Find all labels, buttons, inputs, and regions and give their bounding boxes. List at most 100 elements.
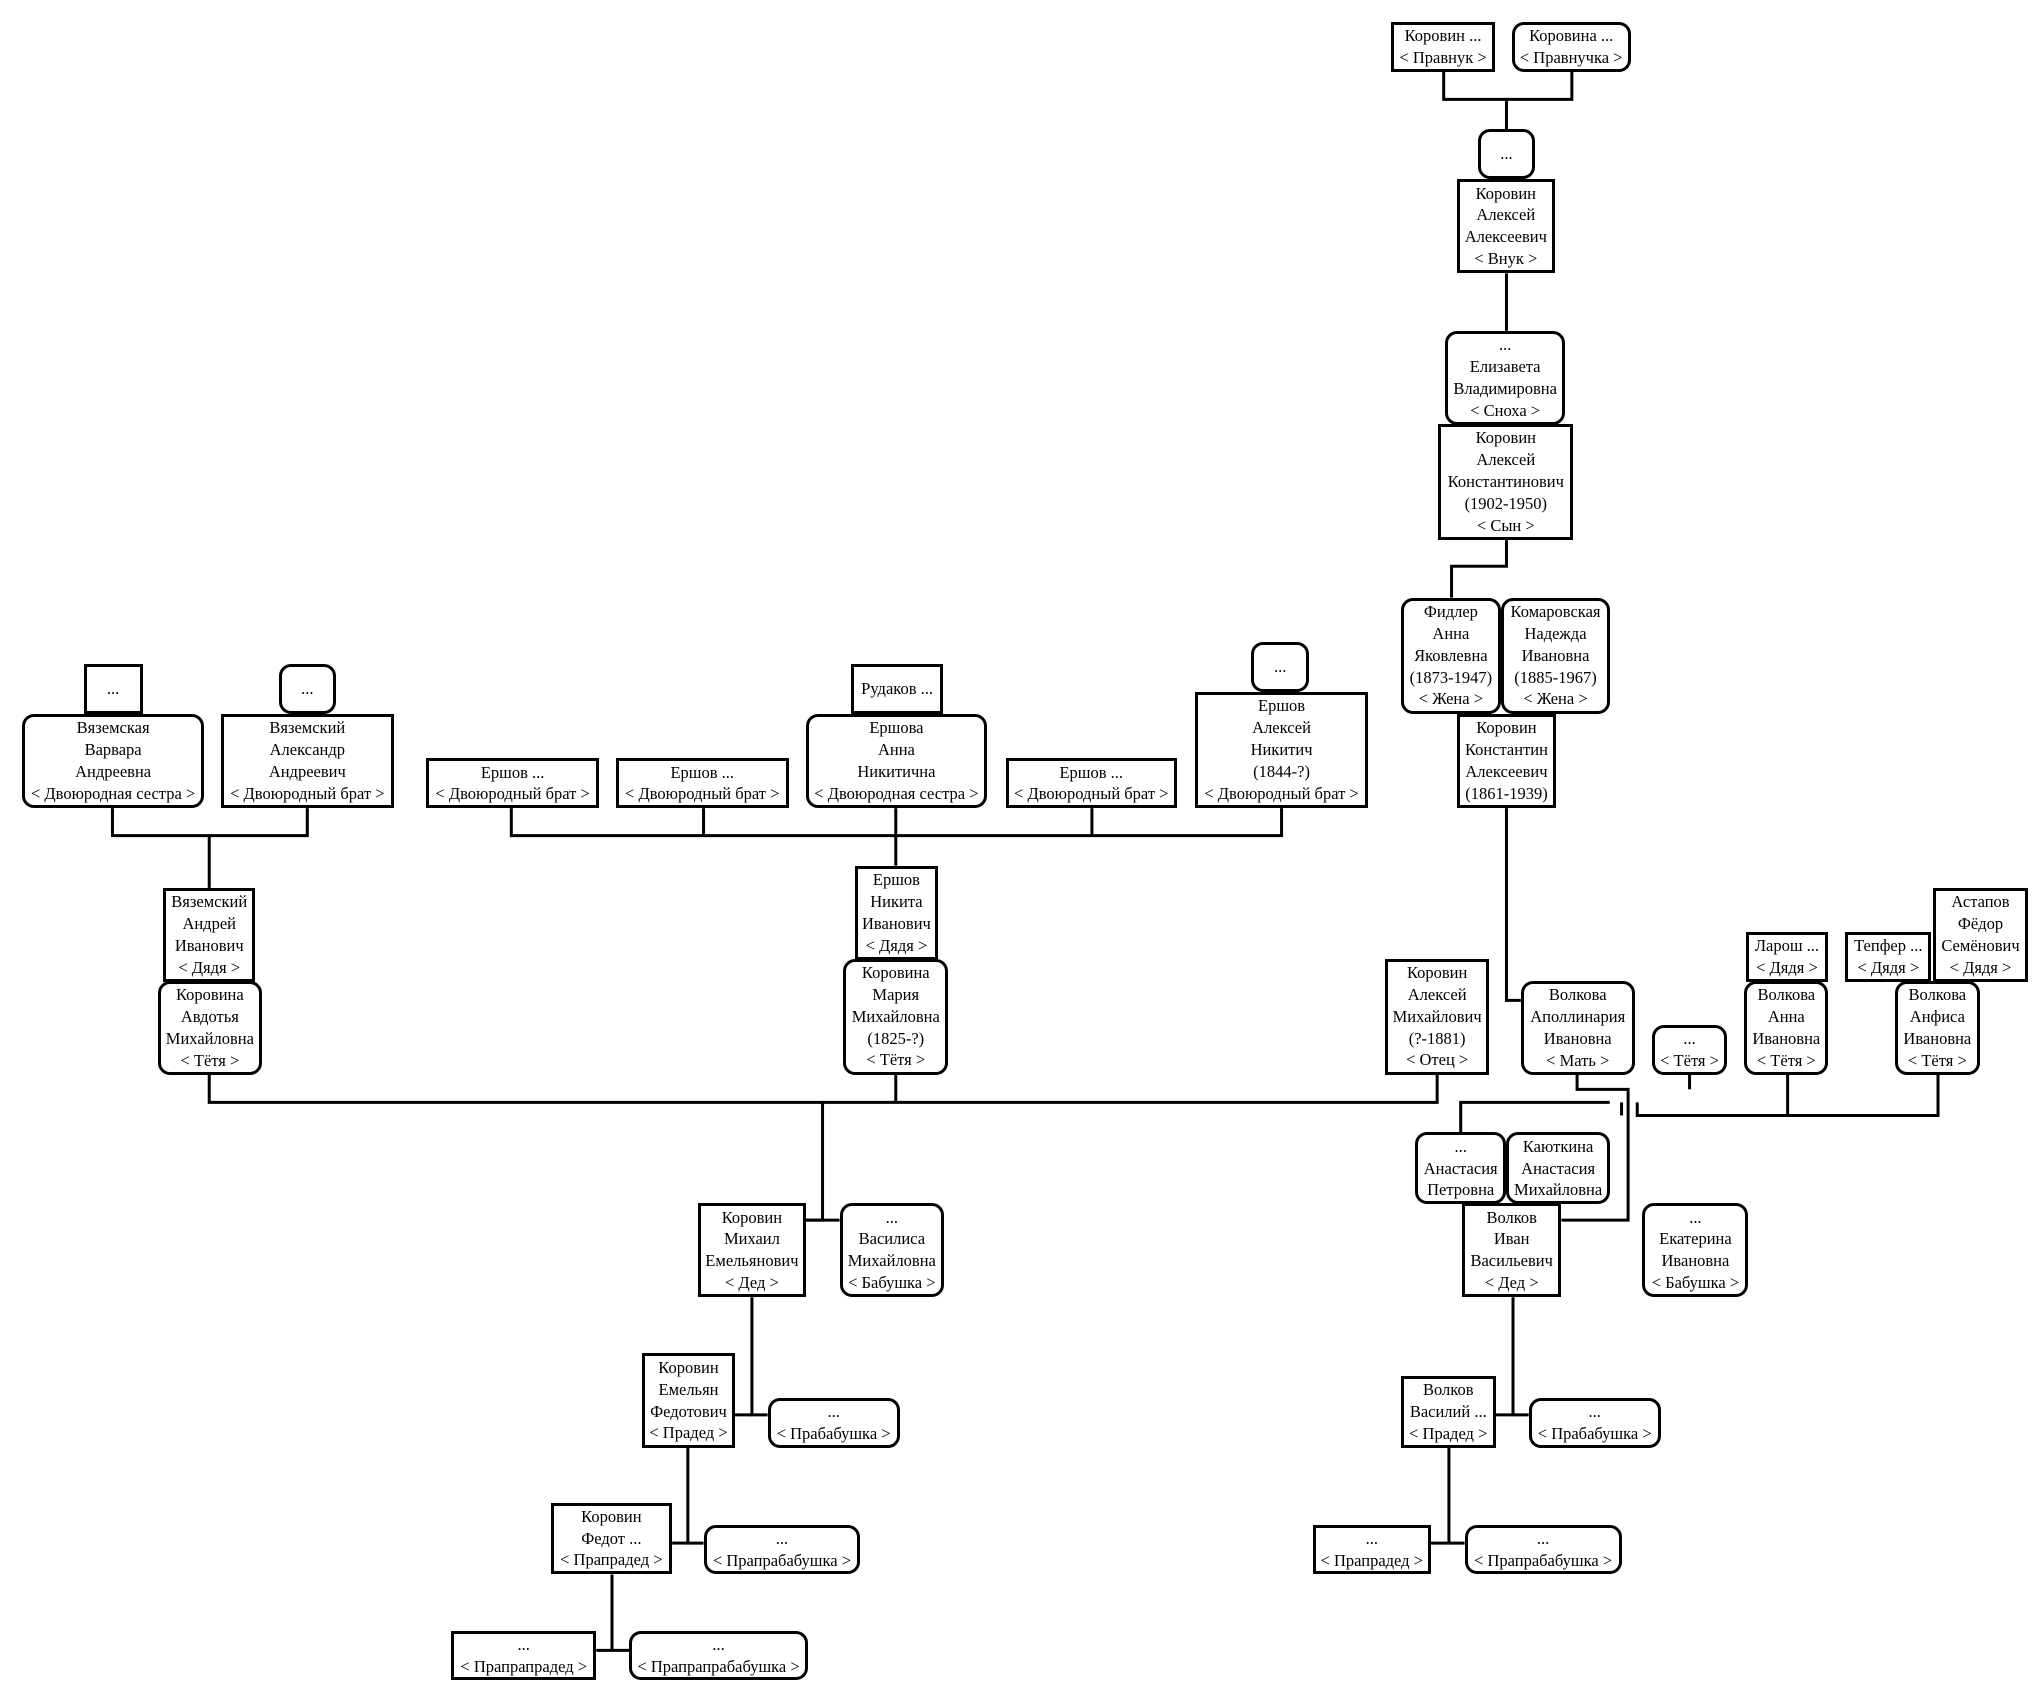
person-line: Ивановна xyxy=(1521,645,1590,665)
person-line: < Прабабушка > xyxy=(1537,1423,1652,1443)
person-card-tepfer[interactable]: Тепфер ...< Дядя > xyxy=(1845,932,1932,983)
person-card-larosh[interactable]: Ларош ...< Дядя > xyxy=(1745,932,1829,983)
person-line: < Правнучка > xyxy=(1519,48,1623,68)
person-line: Ивановна xyxy=(1903,1028,1972,1048)
person-card-praprabab-v[interactable]: ...< Прапрабабушка > xyxy=(1464,1524,1622,1575)
person-line: Андрей xyxy=(182,914,236,934)
person-card-ersh3[interactable]: Ершов ...< Двоюродный брат > xyxy=(1005,758,1177,809)
connector-line-13 xyxy=(805,1102,825,1222)
person-line: Алексей xyxy=(1476,205,1536,225)
connector-line-3 xyxy=(1450,540,1508,598)
person-line: Алексей xyxy=(1407,985,1467,1005)
person-line: Васильевич xyxy=(1470,1251,1553,1271)
person-line: Фёдор xyxy=(1957,914,2004,934)
person-line: Ершова xyxy=(869,718,924,738)
person-line: Астапов xyxy=(1951,892,2010,912)
person-card-pravnuchka[interactable]: Коровина ...< Правнучка > xyxy=(1511,22,1631,72)
person-line: < Дед > xyxy=(724,1272,779,1292)
person-card-rudakov[interactable]: Рудаков ... xyxy=(851,664,943,714)
connector-line-5 xyxy=(110,808,309,838)
person-card-tetya-unk[interactable]: ...< Тётя > xyxy=(1651,1025,1728,1075)
person-line: Фидлер xyxy=(1423,602,1478,622)
person-card-vyaz-alex-sp[interactable]: ... xyxy=(278,664,337,714)
person-line: ... xyxy=(517,1634,530,1654)
person-line: < Прадед > xyxy=(649,1423,728,1443)
person-line: Михаил xyxy=(723,1229,780,1249)
person-line: Алексей xyxy=(1476,450,1536,470)
person-card-prapraprabab[interactable]: ...< Прапрапрабабушка > xyxy=(629,1630,809,1681)
person-card-praprapraded[interactable]: ... < Прапрапрадед > xyxy=(451,1630,597,1681)
person-line: Коровин xyxy=(721,1207,783,1227)
person-line: ... xyxy=(301,679,314,699)
person-line: ... xyxy=(1689,1207,1702,1227)
person-card-ersh2[interactable]: Ершов ...< Двоюродный брат > xyxy=(615,758,789,809)
person-line: (1861-1939) xyxy=(1465,783,1548,803)
person-line: Вяземский xyxy=(269,718,346,738)
person-card-prabab-v[interactable]: ...< Прабабушка > xyxy=(1528,1397,1661,1448)
person-line: Надежда xyxy=(1524,624,1587,644)
person-line: Авдотья xyxy=(180,1007,239,1027)
person-card-praprabab-k[interactable]: ...< Прапрабабушка > xyxy=(703,1524,861,1575)
person-line: < Дядя > xyxy=(178,957,241,977)
person-line: < Правнук > xyxy=(1399,48,1487,68)
person-card-vyaz-sp[interactable]: ... xyxy=(83,664,143,714)
person-line: Семёнович xyxy=(1941,935,2020,955)
person-line: Михайловна xyxy=(847,1251,936,1271)
person-card-vnuk-wife[interactable]: ... xyxy=(1477,129,1536,180)
person-card-ersh1[interactable]: Ершов ...< Двоюродный брат > xyxy=(426,758,599,809)
person-line: (1873-1947) xyxy=(1409,667,1493,687)
person-line: Волков xyxy=(1486,1207,1537,1227)
person-line: < Тётя > xyxy=(1660,1051,1719,1071)
person-line: Ларош ... xyxy=(1754,936,1820,956)
person-line: < Двоюродный брат > xyxy=(435,784,590,804)
person-line: Варвара xyxy=(84,740,142,760)
person-line: < Жена > xyxy=(1523,689,1588,709)
person-line: Владимировна xyxy=(1453,378,1557,398)
person-line: Михайловна xyxy=(165,1028,254,1048)
person-line: < Жена > xyxy=(1418,689,1484,709)
person-line: Коровин xyxy=(1406,963,1468,983)
person-card-prapraded-v[interactable]: ...< Прапрадед > xyxy=(1312,1524,1431,1575)
person-card-prabab-k[interactable]: ...< Прабабушка > xyxy=(767,1397,900,1448)
person-card-ersh-alex-sp[interactable]: ... xyxy=(1251,642,1309,692)
person-line: Коровин xyxy=(658,1357,719,1377)
person-line: Алексей xyxy=(1252,718,1311,738)
person-card-pravnuk[interactable]: Коровин ...< Правнук > xyxy=(1391,22,1495,72)
person-line: Ершов xyxy=(872,870,920,890)
person-line: < Сын > xyxy=(1476,515,1535,535)
person-line: ... xyxy=(1498,335,1512,355)
person-line: < Прапрапрадед > xyxy=(460,1656,588,1676)
person-line: < Дядя > xyxy=(1857,958,1920,978)
person-line: Ершов ... xyxy=(480,762,545,782)
person-line: Емельян xyxy=(658,1379,719,1399)
